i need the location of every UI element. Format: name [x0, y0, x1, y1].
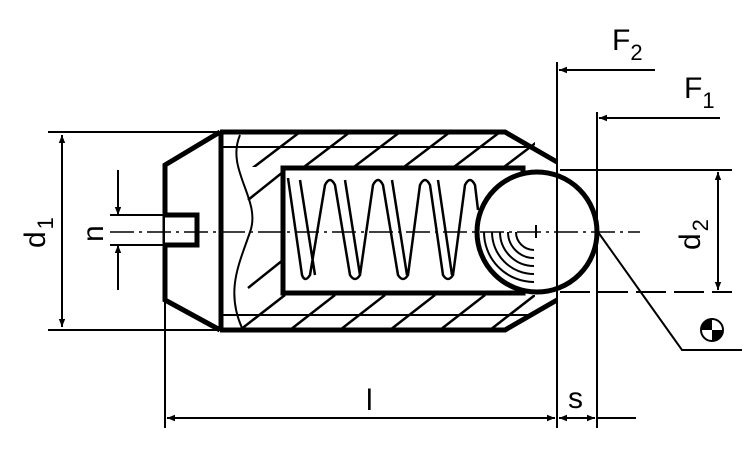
label-d1: d1 — [19, 217, 58, 248]
spring — [286, 177, 480, 281]
label-n: n — [77, 225, 110, 242]
dimension-lines — [58, 66, 742, 422]
label-s: s — [568, 382, 583, 415]
label-d2: d2 — [674, 219, 713, 250]
label-F1: F1 — [684, 72, 715, 113]
label-l: l — [366, 384, 373, 417]
extension-lines — [48, 62, 732, 428]
center-of-gravity-icon — [700, 318, 724, 342]
label-F2: F2 — [612, 24, 643, 65]
section-hatching — [240, 134, 535, 328]
